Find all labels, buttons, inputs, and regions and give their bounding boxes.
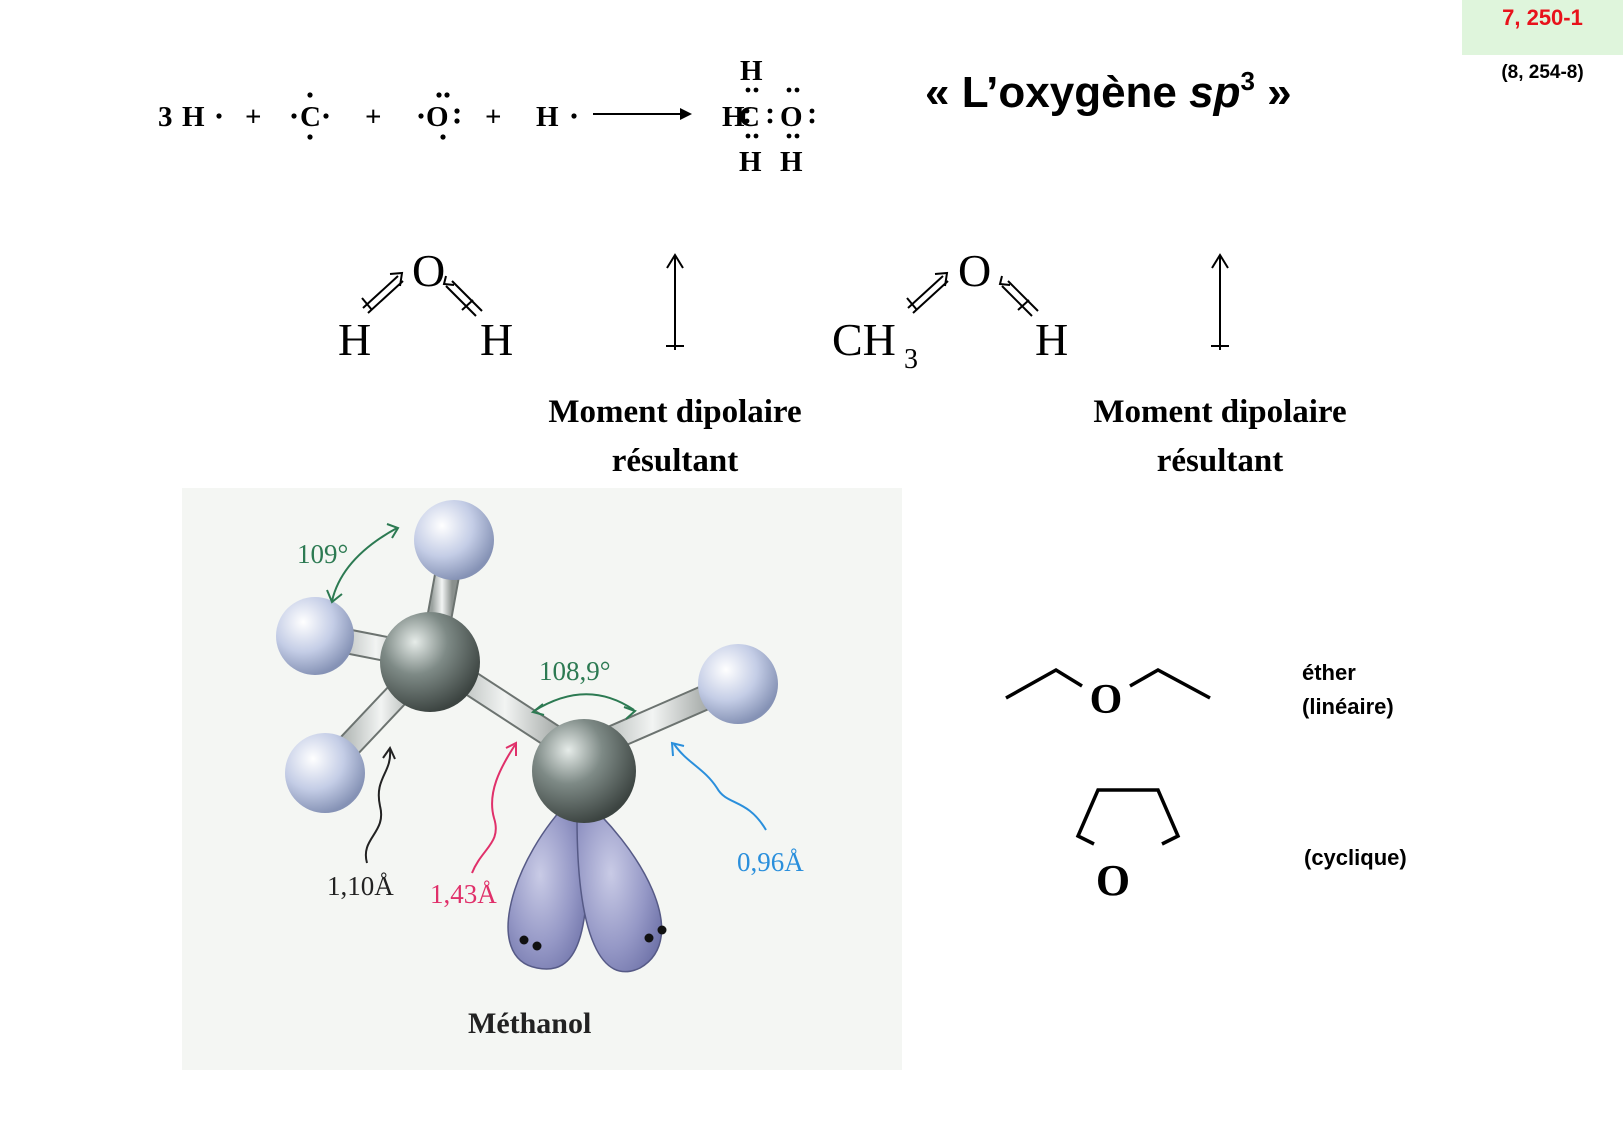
methanol-ch: CH [832,314,896,365]
coefficient-3: 3 [158,101,173,133]
product-o: O [780,101,803,133]
slide-title: « L’oxygène sp3 » [925,66,1292,117]
dipole-arrow-2 [1211,253,1229,350]
plus-3: + [485,101,502,133]
carbon-atom [380,612,480,712]
reactant-o: O [426,101,449,133]
reference-secondary: (8, 254-8) [1501,62,1584,83]
bond-length-oh: 0,96Å [737,847,804,877]
reactant-h: H [182,101,205,133]
hydrogen-atom-hydroxyl [698,644,778,724]
methanol-sub3: 3 [904,344,918,375]
reference-main: 7, 250-1 [1502,5,1583,30]
product-h-bottom-2: H [780,146,803,178]
linear-ether-o: O [1090,677,1123,723]
bond-length-ch: 1,10Å [327,871,394,901]
bond-length-co: 1,43Å [430,879,497,909]
linear-ether-label: éther (linéaire) [1302,660,1394,719]
angle-coh: 108,9° [539,656,611,686]
cyclic-ether-o: O [1096,856,1130,900]
product-h-left: H [722,101,745,133]
oxygen-atom [532,719,636,823]
product-c: C [739,101,760,133]
hydrogen-atom-left [276,597,354,675]
angle-hch: 109° [297,539,348,569]
methanol-o: O [958,245,991,296]
reference-badge [1462,0,1623,55]
hydrogen-atom-top [414,500,494,580]
reaction-arrow [593,108,692,120]
methanol-structure: O CH 3 H [832,245,1068,375]
water-structure: O H H [338,245,513,365]
methanol-dipole-arrows [906,271,1039,317]
dipole-arrow-1 [666,253,684,350]
dipole-caption-2: Moment dipolaire résultant [1093,394,1347,479]
water-dipole-arrows [361,271,483,317]
reactant-h2: H [536,101,559,133]
water-o: O [412,245,445,296]
cyclic-ether-structure: O [1075,788,1181,900]
bond-pointers [364,741,767,874]
water-h-right: H [480,314,513,365]
product-h-top: H [740,55,763,87]
electron-dots [216,87,815,140]
angle-arcs [326,523,637,720]
reactant-c: C [300,101,321,133]
methanol-h: H [1035,314,1068,365]
product-h-bottom-1: H [739,146,762,178]
lewis-equation: 3 H + C + O + H H H C O H H [158,55,815,178]
linear-ether-structure: O [1005,667,1211,723]
dipole-caption-1: Moment dipolaire résultant [548,394,802,479]
water-h-left: H [338,314,371,365]
methanol-model: 109° 108,9° 1,10Å 1,43Å 0,96Å Méthanol [276,500,804,1040]
hydrogen-atom-bottom [285,733,365,813]
lone-pair-lobes [507,791,667,973]
plus-1: + [245,101,262,133]
atoms [276,500,778,823]
methanol-caption: Méthanol [468,1007,591,1040]
cyclic-ether-label: (cyclique) [1304,845,1407,870]
plus-2: + [365,101,382,133]
